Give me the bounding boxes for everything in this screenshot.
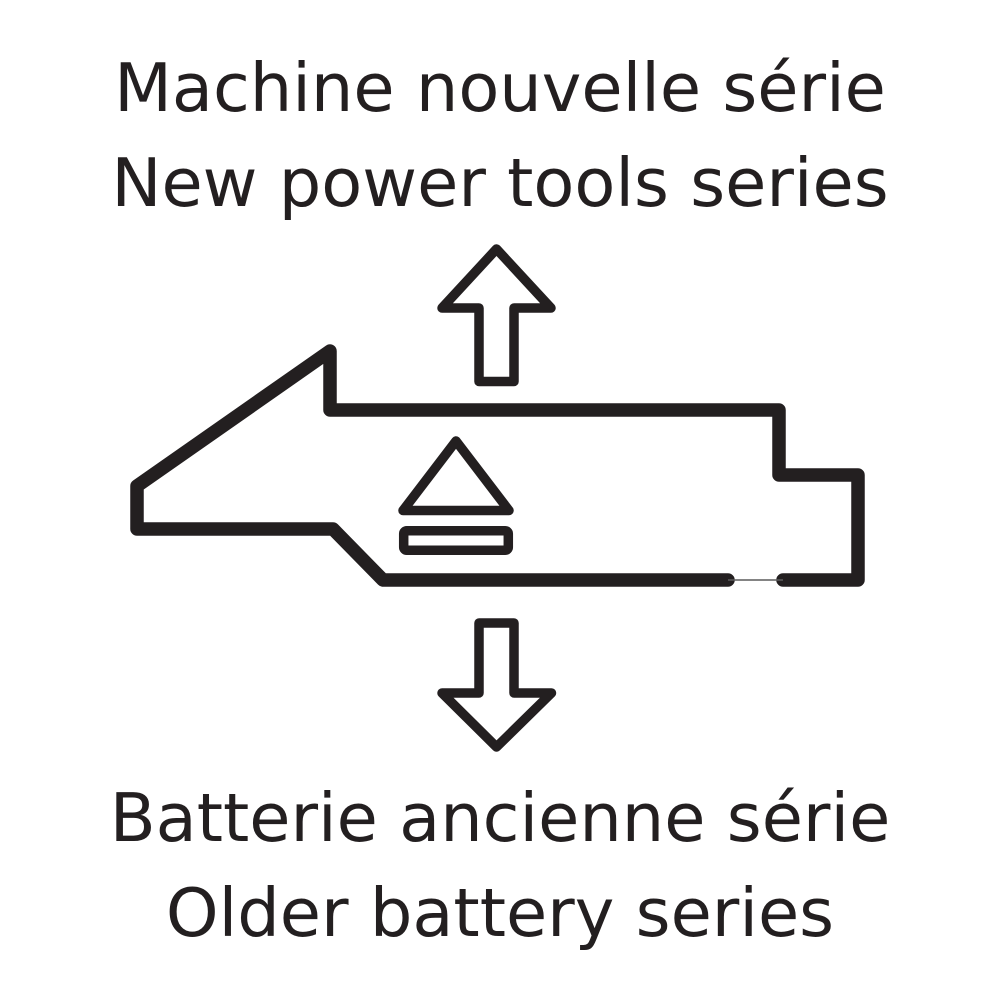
top-caption: Machine nouvelle série New power tools s… [0,41,1000,231]
top-caption-english: New power tools series [111,144,889,222]
eject-release-symbol-icon [398,436,514,556]
top-caption-french: Machine nouvelle série [114,49,886,127]
battery-pack-outline-path [130,344,865,587]
eject-triangle [398,436,514,516]
up-arrow-icon [437,244,556,387]
down-arrow-icon [437,618,557,752]
bottom-caption-english: Older battery series [165,874,835,952]
battery-pack-outline-icon [130,344,865,587]
eject-bar [398,525,514,556]
bottom-caption-french: Batterie ancienne série [109,779,891,857]
bottom-caption: Batterie ancienne série Older battery se… [0,771,1000,961]
